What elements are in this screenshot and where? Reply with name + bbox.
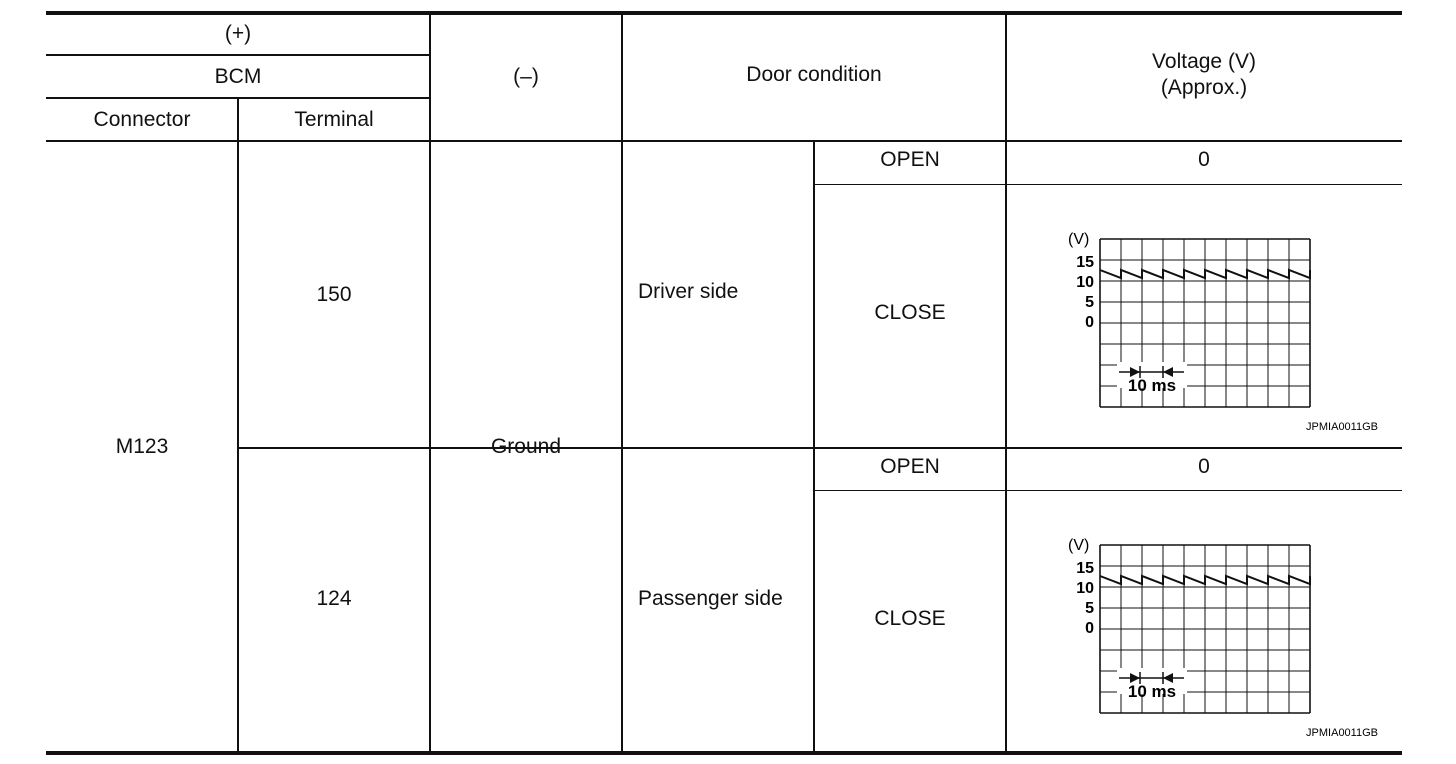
header-plus: (+) — [224, 21, 252, 45]
rule-passenger-open — [814, 490, 1402, 491]
time-scale-marker — [1117, 362, 1187, 388]
passenger-open-voltage: 0 — [1198, 455, 1210, 479]
waveform-svg: (V) 15 10 5 0 10 ms JPMIA0011GB — [1068, 537, 1378, 739]
header-bcm: BCM — [214, 64, 262, 88]
col-divider-minus — [621, 13, 623, 753]
table-top-border — [46, 11, 1402, 15]
figure-id-label: JPMIA0011GB — [1306, 421, 1378, 433]
col-divider-door-side — [813, 141, 815, 753]
rule-driver-open — [814, 184, 1402, 185]
time-scale-marker — [1117, 668, 1187, 694]
passenger-close-label: CLOSE — [874, 607, 946, 631]
waveform-y-tick: 5 — [1085, 294, 1094, 311]
driver-open-label: OPEN — [880, 148, 940, 172]
waveform-signal — [1099, 268, 1311, 280]
waveform-svg: (V) 15 10 5 0 10 ms JPMIA0011GB — [1068, 231, 1378, 433]
col-divider-terminal — [429, 13, 431, 753]
waveform-unit-label: (V) — [1068, 231, 1089, 248]
header-connector: Connector — [93, 107, 191, 131]
waveform-y-tick: 5 — [1085, 600, 1094, 617]
waveform-y-tick: 15 — [1076, 254, 1094, 271]
table-bottom-border — [46, 751, 1402, 755]
waveform-grid — [1099, 238, 1311, 408]
waveform-y-tick: 15 — [1076, 560, 1094, 577]
waveform-y-tick: 10 — [1076, 274, 1094, 291]
header-terminal: Terminal — [294, 107, 374, 131]
waveform-y-tick: 10 — [1076, 580, 1094, 597]
col-divider-door-condition — [1005, 13, 1007, 753]
passenger-terminal: 124 — [316, 587, 352, 611]
passenger-close-waveform: (V) 15 10 5 0 10 ms JPMIA0011GB — [1060, 532, 1390, 742]
ground-value: Ground — [490, 434, 562, 458]
col-divider-connector — [237, 97, 239, 753]
header-minus: (–) — [513, 64, 539, 88]
figure-id-label: JPMIA0011GB — [1306, 727, 1378, 739]
driver-side-label: Driver side — [638, 280, 739, 304]
connector-value: M123 — [115, 434, 169, 458]
waveform-unit-label: (V) — [1068, 537, 1089, 554]
waveform-y-tick: 0 — [1085, 314, 1094, 331]
driver-open-voltage: 0 — [1198, 148, 1210, 172]
rule-row-split — [238, 447, 1402, 449]
driver-close-label: CLOSE — [874, 301, 946, 325]
waveform-signal — [1099, 574, 1311, 586]
waveform-grid — [1099, 544, 1311, 714]
waveform-time-label: 10 ms — [1128, 376, 1176, 395]
passenger-open-label: OPEN — [880, 455, 940, 479]
waveform-y-tick: 0 — [1085, 620, 1094, 637]
header-bottom-rule — [46, 140, 1402, 142]
header-door-condition: Door condition — [746, 62, 882, 86]
waveform-time-label: 10 ms — [1128, 682, 1176, 701]
driver-close-waveform: (V) 15 10 5 0 10 ms JPMIA0011GB — [1060, 226, 1390, 436]
header-voltage: Voltage (V) (Approx.) — [1152, 50, 1256, 99]
passenger-side-label: Passenger side — [638, 587, 783, 611]
driver-terminal: 150 — [316, 282, 352, 306]
rule-under-plus — [46, 54, 430, 56]
